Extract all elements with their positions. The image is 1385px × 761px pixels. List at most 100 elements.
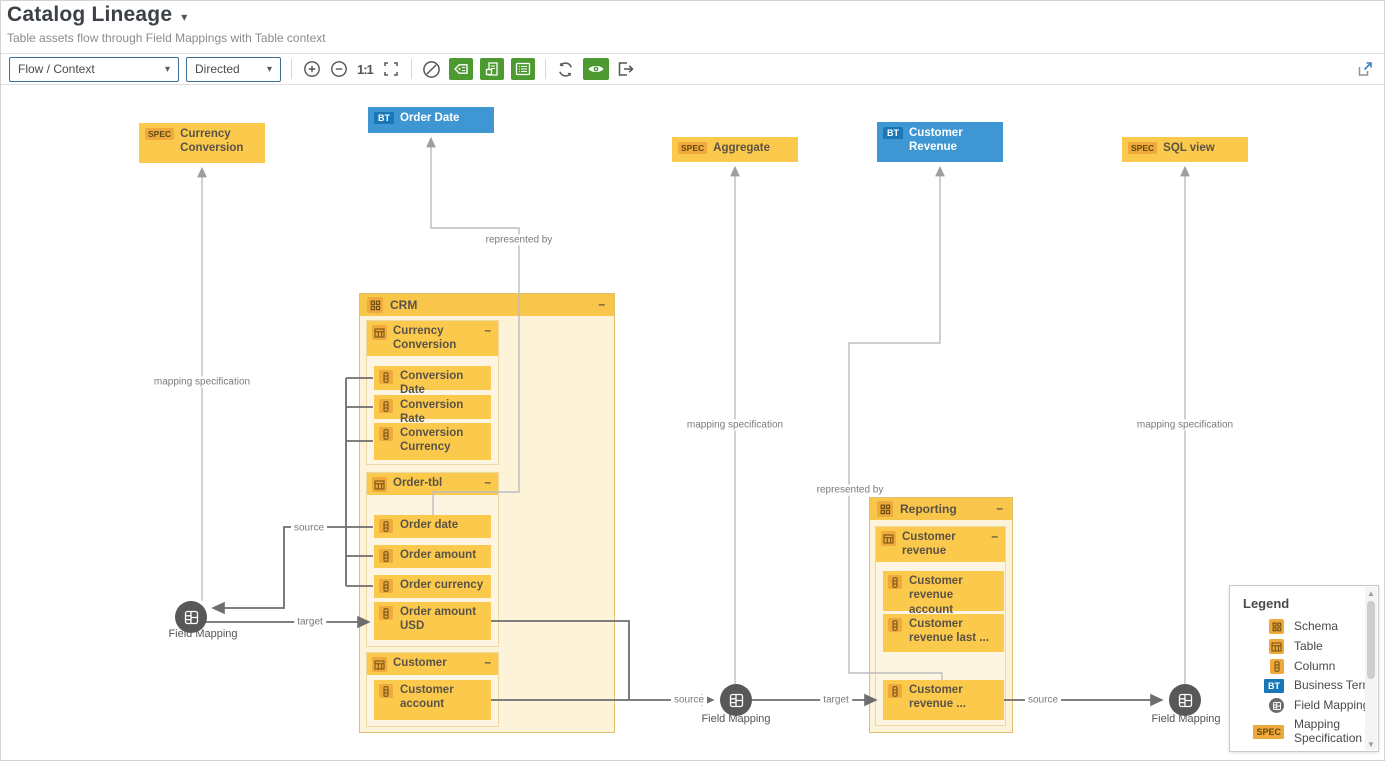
schema-icon xyxy=(877,501,893,517)
table-title: Customer revenue xyxy=(902,531,956,558)
legend-item-mapping-specification: SPEC Mapping Specification xyxy=(1253,717,1378,746)
column-label: Customer account xyxy=(400,684,454,711)
field-mapping-icon xyxy=(184,610,198,624)
page-title: Catalog Lineage xyxy=(7,3,173,26)
schema-icon xyxy=(1269,619,1284,634)
collapse-button[interactable]: – xyxy=(991,529,998,543)
scroll-up-icon[interactable]: ▲ xyxy=(1367,588,1375,598)
table-header[interactable]: Currency Conversion – xyxy=(367,321,498,356)
edge-label-mapping-specification: mapping specification xyxy=(1133,419,1237,431)
lineage-canvas[interactable]: CRM – Reporting – Currency Conversion – xyxy=(1,85,1384,758)
column-node-conversion-currency[interactable]: Conversion Currency xyxy=(374,423,491,460)
column-node-order-amount[interactable]: Order amount xyxy=(374,545,491,568)
layout-select[interactable]: Flow / Context ▾ xyxy=(9,56,179,82)
fit-screen-icon[interactable] xyxy=(381,59,401,79)
column-node-order-date[interactable]: Order date xyxy=(374,515,491,538)
column-icon xyxy=(379,370,393,384)
table-header[interactable]: Customer revenue – xyxy=(876,527,1005,562)
table-icon xyxy=(372,477,387,492)
schema-group-crm-header[interactable]: CRM – xyxy=(360,294,614,316)
edge-label-source: source xyxy=(1024,694,1062,706)
scrollbar-thumb[interactable] xyxy=(1367,601,1375,679)
column-label: Conversion Currency xyxy=(400,427,464,454)
table-icon xyxy=(372,657,387,672)
legend-item-schema: Schema xyxy=(1256,619,1378,634)
column-icon xyxy=(888,684,902,698)
column-node-order-currency[interactable]: Order currency xyxy=(374,575,491,598)
field-mapping-icon xyxy=(729,693,743,707)
legend-scrollbar[interactable]: ▲ ▼ xyxy=(1365,587,1377,750)
legend-item-column: Column xyxy=(1256,659,1378,674)
node-mapping-spec-aggregate[interactable]: SPEC Aggregate xyxy=(672,137,798,162)
chevron-down-icon: ▾ xyxy=(266,63,272,75)
column-label: Customer revenue last ... xyxy=(909,618,989,645)
page-header: Catalog Lineage ▾ Table assets flow thro… xyxy=(1,1,1384,53)
node-mapping-spec-currency-conversion[interactable]: SPEC Currency Conversion xyxy=(139,123,265,163)
column-node-conversion-date[interactable]: Conversion Date xyxy=(374,366,491,396)
schema-group-reporting-header[interactable]: Reporting – xyxy=(870,498,1012,520)
edge-label-represented-by: represented by xyxy=(813,484,887,496)
open-external-icon[interactable] xyxy=(1354,59,1374,79)
scroll-down-icon[interactable]: ▼ xyxy=(1367,739,1375,749)
column-icon xyxy=(1270,659,1284,674)
business-term-icon: BT xyxy=(1264,679,1284,693)
node-business-term-order-date[interactable]: BT Order Date xyxy=(368,107,494,133)
column-node-conversion-rate[interactable]: Conversion Rate xyxy=(374,395,491,425)
actual-size-button[interactable]: 1:1 xyxy=(357,61,374,77)
title-dropdown-caret-icon[interactable]: ▾ xyxy=(181,9,188,24)
zoom-in-icon[interactable] xyxy=(302,59,322,79)
node-mapping-spec-sql-view[interactable]: SPEC SQL view xyxy=(1122,137,1248,162)
collapse-button[interactable]: – xyxy=(484,323,491,337)
table-header[interactable]: Customer – xyxy=(367,653,498,675)
node-business-term-customer-revenue[interactable]: BT Customer Revenue xyxy=(877,122,1003,162)
direction-select-value: Directed xyxy=(195,62,240,76)
node-label: Customer Revenue xyxy=(909,127,963,154)
table-title: Order-tbl xyxy=(393,477,443,489)
collapse-button[interactable]: – xyxy=(484,475,491,489)
legend-title: Legend xyxy=(1243,596,1290,611)
zoom-out-icon[interactable] xyxy=(329,59,349,79)
legend-item-business-term: BT Business Term xyxy=(1256,678,1378,693)
show-labels-button[interactable] xyxy=(448,58,473,80)
column-label: Customer revenue ... xyxy=(909,684,966,711)
visibility-button[interactable] xyxy=(582,58,609,80)
field-mapping-icon xyxy=(1178,693,1192,707)
table-header[interactable]: Order-tbl – xyxy=(367,473,498,495)
column-node-customer-revenue-target[interactable]: Customer revenue ... xyxy=(883,680,1004,720)
export-icon[interactable] xyxy=(616,59,636,79)
bt-badge: BT xyxy=(374,112,394,124)
show-list-button[interactable] xyxy=(510,58,535,80)
field-mapping-node-1[interactable] xyxy=(175,601,207,633)
edge-label-target: target xyxy=(820,694,852,706)
collapse-button[interactable]: – xyxy=(484,655,491,669)
edge-label-represented-by: represented by xyxy=(482,234,556,246)
column-label: Conversion Rate xyxy=(400,399,464,426)
field-mapping-node-2[interactable] xyxy=(720,684,752,716)
column-label: Conversion Date xyxy=(400,370,464,397)
edge-label-target: target xyxy=(294,616,326,628)
column-node-customer-revenue-last[interactable]: Customer revenue last ... xyxy=(883,614,1004,652)
column-node-customer-account[interactable]: Customer account xyxy=(374,680,491,720)
legend-item-field-mapping: Field Mapping xyxy=(1256,698,1378,713)
column-label: Order currency xyxy=(400,579,484,591)
disable-highlight-icon[interactable] xyxy=(422,59,442,79)
collapse-button[interactable]: – xyxy=(598,297,605,312)
schema-icon xyxy=(367,297,383,313)
column-label: Order date xyxy=(400,519,459,531)
node-label: SQL view xyxy=(1163,142,1215,154)
column-icon xyxy=(379,427,393,441)
layout-select-value: Flow / Context xyxy=(18,62,95,76)
column-node-customer-revenue-account[interactable]: Customer revenue account xyxy=(883,571,1004,616)
column-icon xyxy=(379,684,393,698)
toolbar-divider xyxy=(410,59,412,79)
node-label: Aggregate xyxy=(713,142,771,154)
collapse-button[interactable]: – xyxy=(996,501,1003,516)
field-mapping-node-label: Field Mapping xyxy=(168,628,238,640)
direction-select[interactable]: Directed ▾ xyxy=(186,56,281,82)
refresh-icon[interactable] xyxy=(556,59,576,79)
column-node-order-amount-usd[interactable]: Order amount USD xyxy=(374,602,491,640)
field-mapping-node-3[interactable] xyxy=(1169,684,1201,716)
show-report-button[interactable] xyxy=(479,58,504,80)
field-mapping-icon xyxy=(1269,698,1284,713)
